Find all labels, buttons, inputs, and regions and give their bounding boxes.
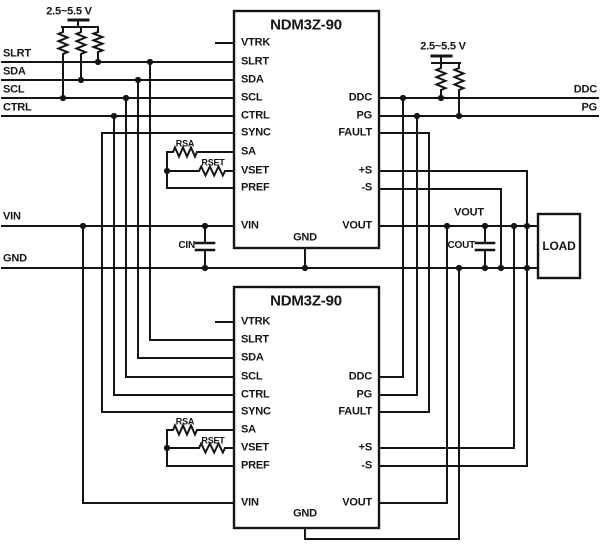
rsa-bottom-resistor [166,423,235,437]
junction-dot-13 [413,112,421,120]
pg-riser-wire [378,115,418,396]
junction-dot-20 [481,264,489,272]
junction-dot-23 [163,167,171,175]
junction-dot-15 [443,222,451,230]
r-pullup-slrt-resistor [90,26,106,63]
junction-dot-10 [301,264,309,272]
junction-dot-9 [201,264,209,272]
junction-dot-14 [455,112,463,120]
junction-dot-2 [77,76,85,84]
sync-bus-wire [101,132,235,413]
load-box [536,212,582,280]
sda-bus-wire [137,79,235,359]
sense-plus-top-wire [378,170,528,467]
r-pullup-pg-resistor [451,62,467,117]
r-pullup-ddc-resistor [433,62,449,99]
junction-dot-12 [437,94,445,102]
junction-dot-5 [122,94,130,102]
ddc-riser-wire [378,97,404,378]
pref-net-bottom-wire [166,429,235,467]
junction-dot-22 [523,264,531,272]
junction-dot-24 [163,444,171,452]
rset-top-resistor [166,164,235,178]
junction-dot-4 [59,94,67,102]
junction-dot-7 [79,222,87,230]
junction-dot-11 [399,94,407,102]
gnd-pin-bottom-wire [304,267,460,540]
vin-bus-wire [82,225,235,504]
ctrl-bus-wire [113,115,235,396]
scl-bus-wire [125,97,235,378]
sense-plus-bottom-wire [378,225,515,449]
junction-dot-21 [497,264,505,272]
module-top-box [232,9,381,250]
pref-net-top-wire [166,151,235,189]
slrt-bus-wire [149,61,235,341]
junction-dot-0 [94,58,102,66]
rset-bottom-resistor [166,441,235,455]
r-pullup-scl-resistor [55,26,71,99]
junction-dot-1 [146,58,154,66]
junction-dot-8 [201,222,209,230]
junction-dot-6 [110,112,118,120]
junction-dot-17 [510,222,518,230]
junction-dot-18 [523,222,531,230]
vout-riser-wire [378,225,448,504]
junction-dot-16 [481,222,489,230]
junction-dot-3 [134,76,142,84]
r-pullup-sda-resistor [73,26,89,81]
rsa-top-resistor [166,145,235,159]
junction-dot-19 [455,264,463,272]
module-bottom-box [232,285,381,530]
sense-minus-top-wire [378,188,502,269]
